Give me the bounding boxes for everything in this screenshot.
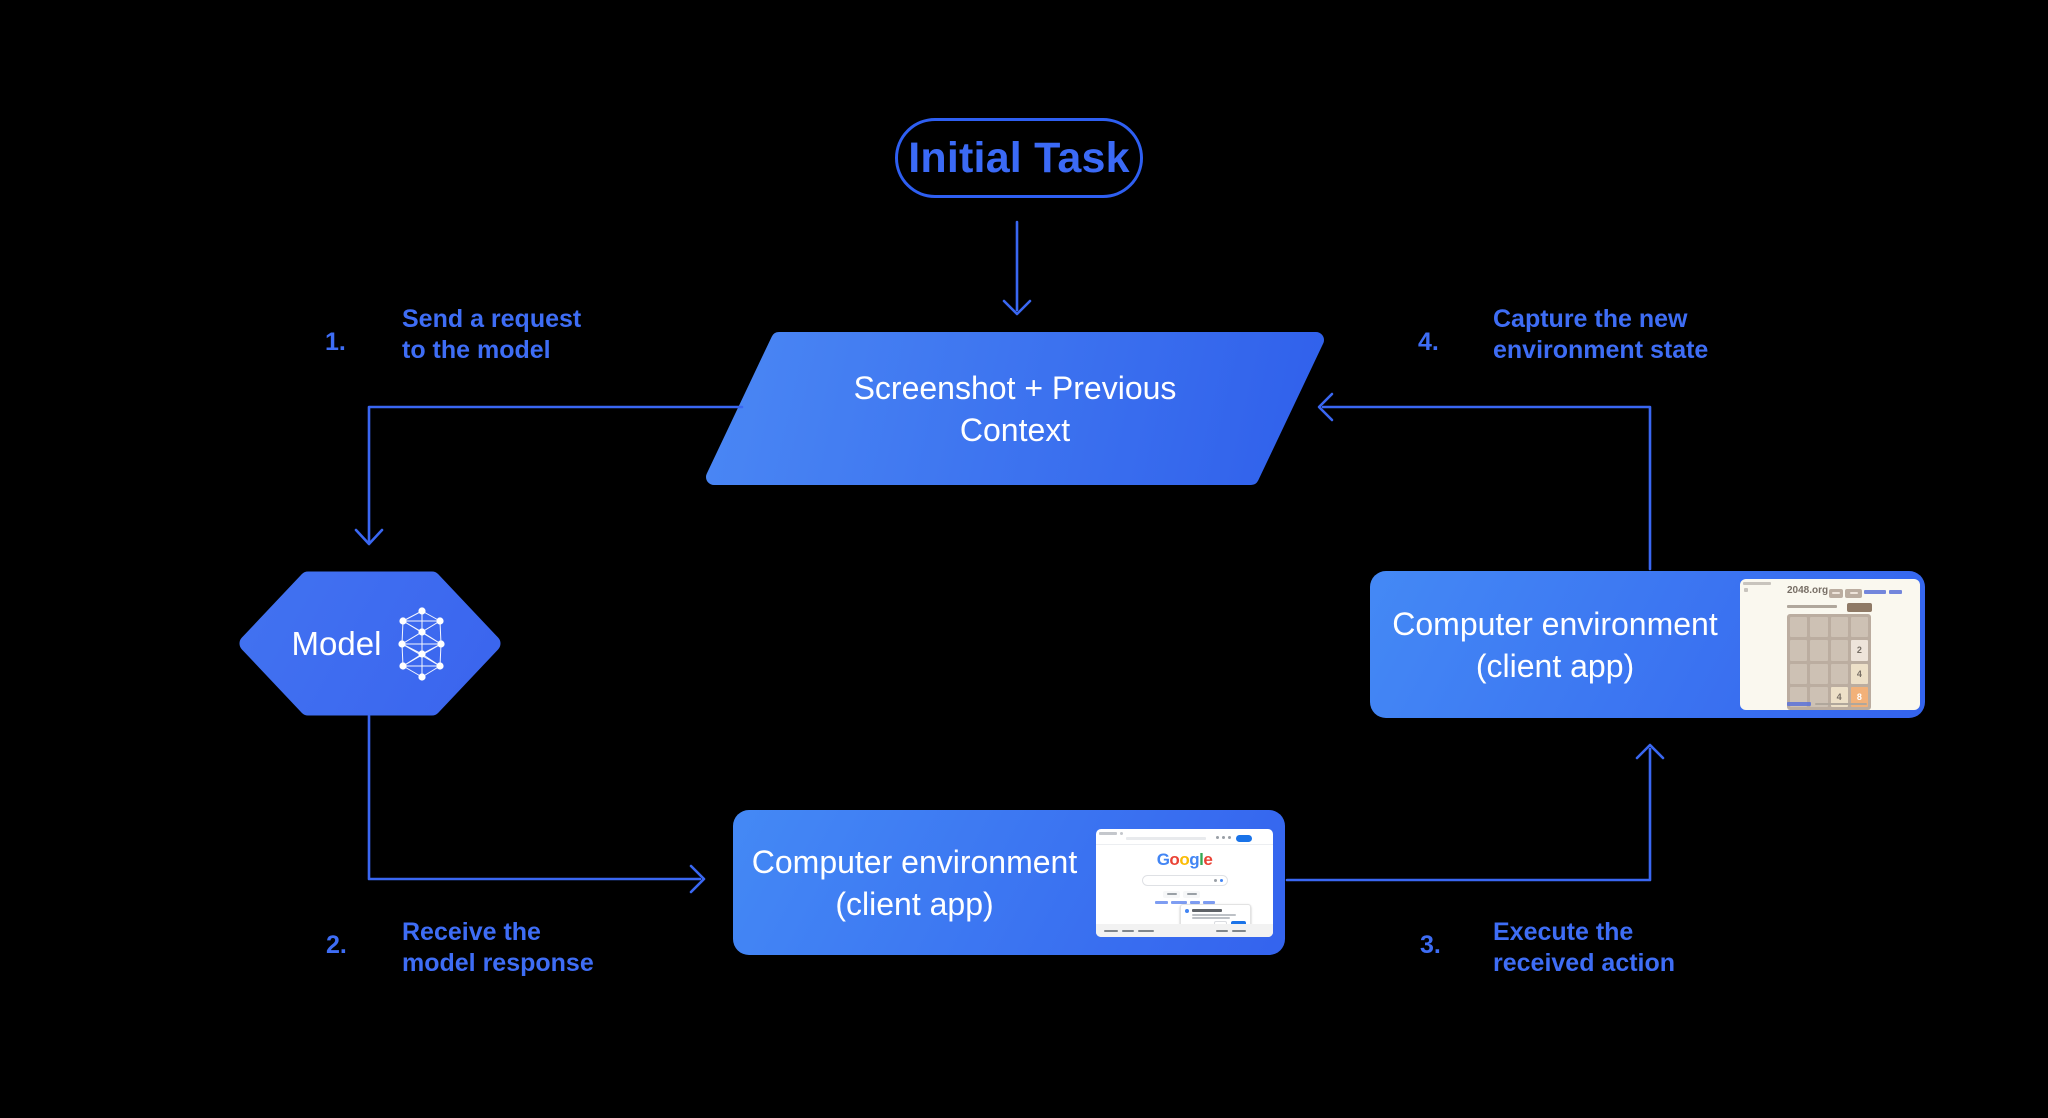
step-2-number: 2. [326, 931, 347, 959]
sign-in-button [1236, 834, 1252, 842]
env-bottom-label: Computer environment (client app) [733, 841, 1096, 925]
score-box [1829, 589, 1843, 598]
step-1-label: Send a request to the model [402, 305, 582, 364]
env-top-line1: Computer environment [1392, 605, 1718, 642]
screenshot-context-shape [706, 332, 1324, 485]
step-3-number: 3. [1420, 931, 1441, 959]
footer-link [1216, 929, 1228, 932]
language-link [1171, 900, 1187, 904]
model-node: Model [240, 572, 500, 715]
browser-icon [1744, 588, 1748, 592]
apps-icon [1216, 835, 1219, 839]
best-score-box [1845, 589, 1862, 598]
footer-link [1122, 929, 1134, 932]
screenshot-context-node: Screenshot + Previous Context [706, 332, 1324, 485]
apps-icon [1222, 835, 1225, 839]
connector-step4-env-to-screenshot [1317, 392, 1652, 571]
env-client-app-top-node: Computer environment (client app) 2048.o… [1370, 571, 1925, 718]
footer-bar [1096, 923, 1273, 937]
env-client-app-bottom-node: Computer environment (client app) Google [733, 810, 1285, 955]
screenshot-context-line1: Screenshot + Previous [853, 369, 1177, 406]
step-1-number: 1. [325, 328, 346, 356]
tile-8: 8 [1850, 686, 1868, 707]
divider [1096, 843, 1273, 845]
env-bottom-line2: (client app) [835, 885, 994, 922]
model-shape [239, 571, 501, 716]
google-logo: Google [1156, 849, 1213, 869]
step-3-label: Execute the received action [1493, 918, 1676, 977]
footer-link [1232, 929, 1246, 932]
tile-4: 4 [1830, 686, 1848, 707]
link-text [1889, 590, 1902, 594]
feeling-lucky-button [1183, 890, 1200, 898]
instruction-text [1787, 605, 1837, 608]
browser-tab-bar [1099, 831, 1117, 835]
apps-icon [1228, 835, 1231, 839]
google-g-icon [1185, 908, 1189, 913]
game-grid-2048: 2 4 4 8 [1787, 614, 1871, 710]
dialog-text [1192, 916, 1230, 919]
mic-icon [1214, 878, 1217, 882]
browser-tab-bar [1743, 582, 1771, 585]
initial-task-node: Initial Task [895, 118, 1143, 198]
language-link [1203, 900, 1215, 904]
tile-4: 4 [1850, 663, 1868, 684]
mini-screenshot-google: Google [1096, 828, 1273, 937]
initial-task-label: Initial Task [908, 133, 1130, 182]
language-link [1190, 900, 1200, 904]
env-top-line2: (client app) [1475, 647, 1635, 684]
footer-link [1787, 702, 1811, 706]
step-4-label: Capture the new environment state [1493, 305, 1709, 364]
step-4-number: 4. [1418, 328, 1439, 356]
footer-link [1104, 929, 1118, 932]
address-bar [1126, 836, 1206, 840]
browser-icon [1120, 831, 1123, 835]
mini-screenshot-2048: 2048.org 2 4 4 8 [1740, 579, 1920, 710]
new-game-button [1847, 603, 1872, 612]
dialog-text [1192, 913, 1236, 916]
step-2-label: Receive the model response [402, 918, 594, 977]
site-title-2048: 2048.org [1787, 585, 1829, 596]
neural-network-icon [398, 606, 446, 681]
connector-task-to-screenshot [1002, 220, 1032, 316]
search-input [1142, 874, 1228, 886]
screenshot-context-line2: Context [959, 411, 1071, 448]
env-top-label: Computer environment (client app) [1370, 603, 1740, 687]
lens-icon [1220, 878, 1223, 882]
footer-text [1815, 703, 1867, 705]
dialog-primary-button [1231, 920, 1246, 926]
tile-2: 2 [1850, 640, 1868, 661]
connector-step1-screenshot-to-model [354, 405, 744, 546]
model-label: Model [291, 624, 382, 662]
connector-step3-env-to-env [1285, 743, 1665, 882]
google-search-button [1163, 890, 1180, 898]
dialog-title [1192, 908, 1222, 912]
link-text [1864, 590, 1886, 594]
language-link [1155, 900, 1168, 904]
env-bottom-line1: Computer environment [751, 843, 1078, 880]
connector-step2-model-to-env [367, 714, 706, 894]
footer-link [1138, 929, 1154, 932]
